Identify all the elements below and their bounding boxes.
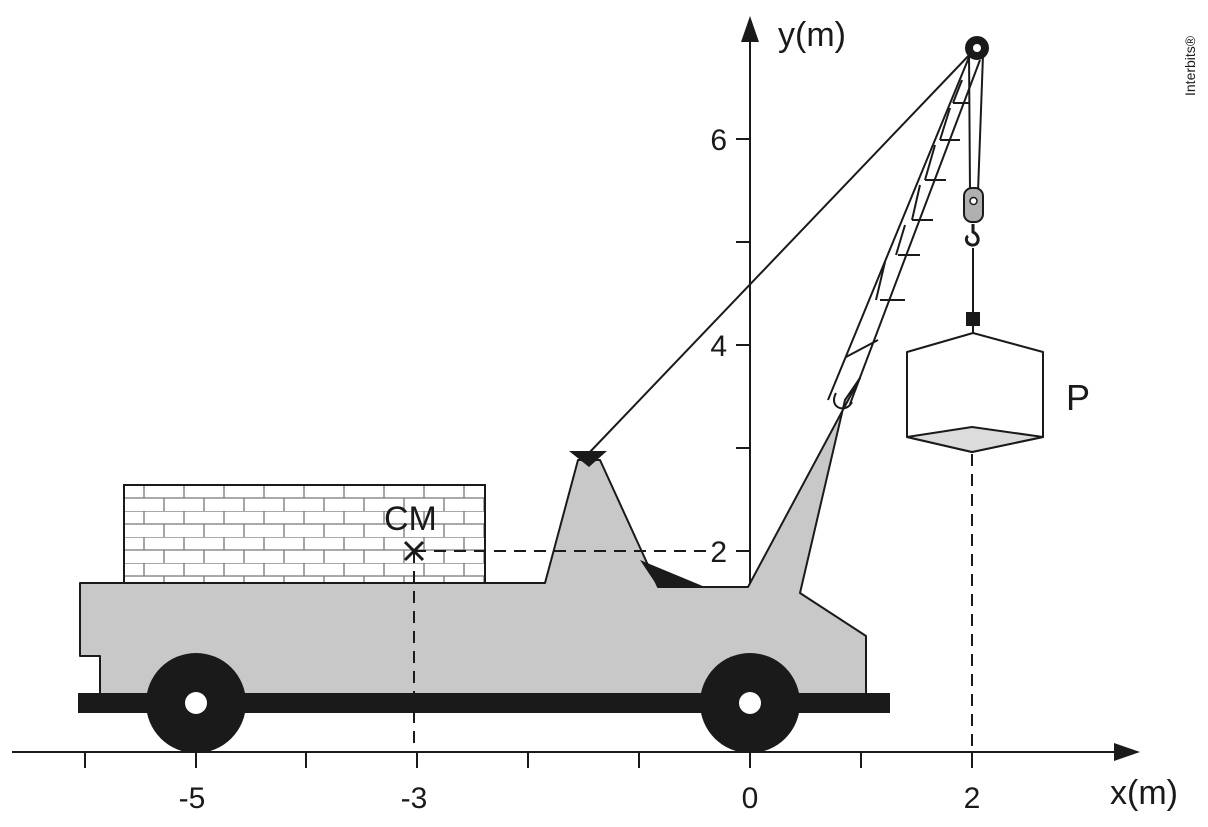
center-of-mass-label: CM: [384, 500, 437, 538]
load-box: [906, 332, 1044, 453]
x-tick-label: 2: [964, 782, 981, 815]
aframe-cap: [569, 451, 607, 467]
brick-load: [123, 484, 486, 584]
credit-text: Interbits®: [1182, 35, 1198, 96]
x-axis: -5 -3 0 2 x(m): [12, 743, 1178, 815]
x-tick-label: 0: [742, 782, 759, 815]
truck-chassis: [78, 693, 890, 713]
credit: Interbits®: [1182, 35, 1198, 96]
center-of-mass-marker-icon: [403, 540, 425, 562]
x-axis-label: x(m): [1110, 774, 1178, 812]
support-cable: [587, 49, 975, 455]
y-tick-label: 6: [710, 124, 727, 157]
front-wheel: [700, 653, 800, 753]
load-label: P: [1066, 377, 1090, 418]
y-tick-label: 4: [710, 330, 727, 363]
x-tick-label: -3: [401, 782, 428, 815]
hoist-cable: [968, 51, 984, 314]
x-tick-label: -5: [179, 782, 206, 815]
y-tick-label: 2: [710, 536, 727, 569]
hook-block-icon: [963, 187, 984, 247]
guide-lines: [413, 454, 973, 752]
load-shackle-icon: [966, 312, 980, 326]
top-pulley-icon: [965, 36, 989, 60]
aframe-brace: [640, 560, 705, 587]
crane-boom: [827, 49, 981, 410]
y-axis-arrow-icon: [741, 16, 759, 42]
x-axis-arrow-icon: [1114, 743, 1140, 761]
y-axis-label: y(m): [778, 16, 846, 54]
rear-wheel: [146, 653, 246, 753]
